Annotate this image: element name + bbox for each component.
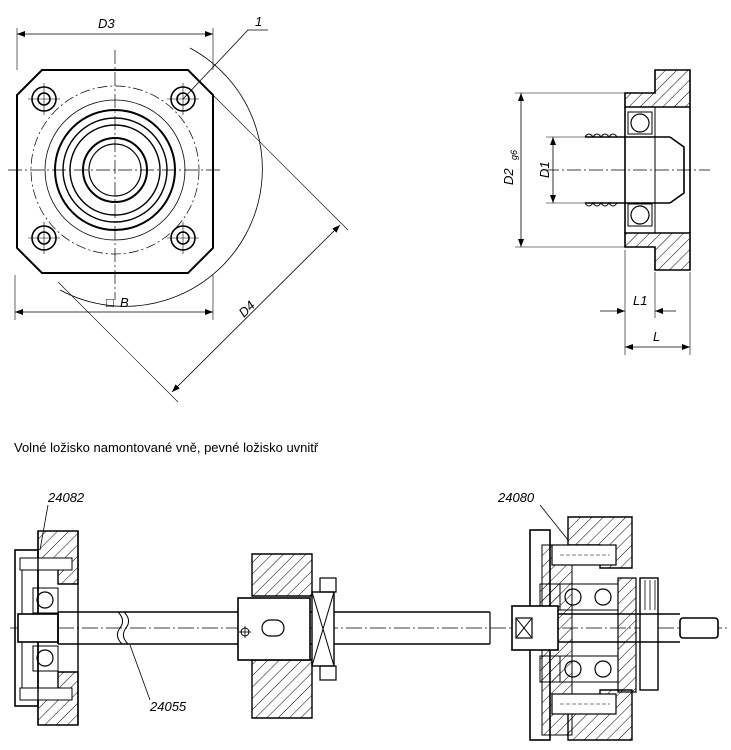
assembly-caption: Volné ložisko namontované vně, pevné lož… [14,440,319,455]
l-label: L [653,329,660,344]
part-number-24082: 24082 [47,490,85,505]
bolt-hole [28,83,60,115]
front-view [8,28,349,403]
leader-24082 [39,504,49,551]
part-number-24080: 24080 [497,490,535,505]
item-1-label: 1 [255,14,262,29]
leader-24055 [129,644,151,701]
leader-24080 [539,504,569,541]
square-symbol: □ [106,295,114,310]
d3-label: D3 [98,16,115,31]
item1-leader [182,29,268,100]
d2-tolerance: g6 [509,150,519,160]
d4-dimension-line [171,224,341,393]
bolt-hole [28,222,60,254]
side-view [515,69,710,355]
d1-label: D1 [537,161,552,178]
l1-label: L1 [633,293,647,308]
right-bearing-unit [511,516,719,741]
bolt-hole [167,222,199,254]
d2-label: D2 [501,168,516,185]
part-number-24055: 24055 [149,699,187,714]
b-label: B [120,295,129,310]
assembly-view [10,504,730,741]
nut-housing [237,553,337,719]
bolt-hole [167,83,199,115]
d4-label: D4 [236,298,258,320]
